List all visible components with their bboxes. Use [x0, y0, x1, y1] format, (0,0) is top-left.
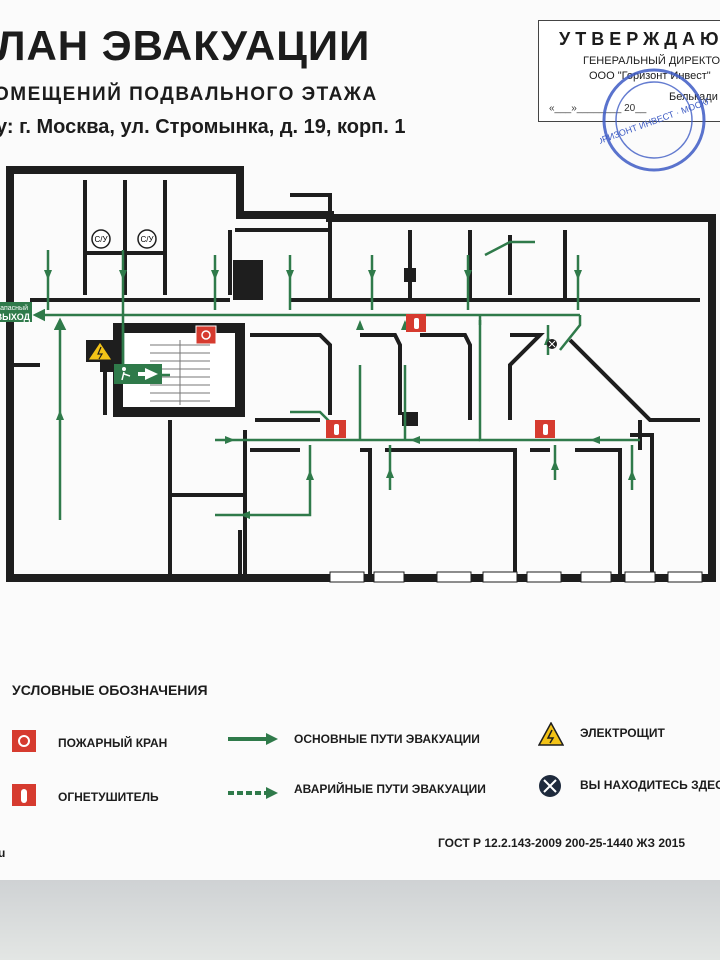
emergency-exit-sign: Запасный ВЫХОД — [0, 302, 32, 322]
legend-label-hydrant: ПОЖАРНЫЙ КРАН — [58, 736, 168, 750]
route-arrows — [44, 270, 636, 519]
page-subtitle: ОМЕЩЕНИЙ ПОДВАЛЬНОГО ЭТАЖА — [0, 84, 378, 105]
footer-site: u — [0, 846, 6, 860]
you-are-here-icon — [539, 775, 561, 797]
emergency-route-arrow-icon — [228, 787, 278, 799]
legend-label-electrical-panel: ЭЛЕКТРОЩИТ — [580, 726, 665, 740]
legend-label-emergency-route: АВАРИЙНЫЕ ПУТИ ЭВАКУАЦИИ — [294, 782, 486, 796]
wc-rooms: С/У С/У — [91, 229, 157, 249]
page-title: ЛАН ЭВАКУАЦИИ — [0, 22, 371, 69]
wc-label-right: С/У — [140, 235, 154, 244]
address-line: у: г. Москва, ул. Стромынка, д. 19, корп… — [0, 116, 406, 138]
approval-position: ГЕНЕРАЛЬНЫЙ ДИРЕКТОР — [583, 55, 720, 67]
electrical-panel-icon — [538, 722, 564, 746]
footer-standard: ГОСТ Р 12.2.143-2009 200-25-1440 ЖЗ 2015 — [438, 836, 686, 850]
legend-label-extinguisher: ОГНЕТУШИТЕЛЬ — [58, 790, 159, 804]
exit-label-line1: Запасный — [0, 304, 28, 312]
wall-background — [0, 880, 720, 960]
floor-plan: С/У С/У Запасный ВЫХОД — [0, 166, 716, 583]
fire-extinguisher-icon — [12, 784, 36, 806]
wc-label-left: С/У — [94, 235, 108, 244]
legend-label-you-are-here: ВЫ НАХОДИТЕСЬ ЗДЕСЬ — [580, 778, 720, 792]
main-route-arrow-icon — [228, 733, 278, 745]
company-stamp-icon: ГОРИЗОНТ ИНВЕСТ · МОСКВА — [600, 68, 708, 172]
approval-heading: УТВЕРЖДАЮ — [559, 29, 720, 49]
fire-hydrant-icon — [12, 730, 36, 752]
approval-date-line: «___»________ 20__ — [549, 103, 647, 114]
fire-hydrant-icon — [195, 325, 217, 345]
you-are-here-icon — [547, 339, 557, 349]
stair-exit-sign — [114, 364, 162, 384]
extinguisher-glyphs — [334, 318, 548, 435]
interior-walls — [10, 180, 700, 578]
legend-label-main-route: ОСНОВНЫЕ ПУТИ ЭВАКУАЦИИ — [294, 732, 480, 746]
windows — [329, 571, 703, 583]
exit-label-line2: ВЫХОД — [0, 312, 31, 322]
electrical-panel-icon — [86, 340, 114, 362]
legend-title: УСЛОВНЫЕ ОБОЗНАЧЕНИЯ — [12, 682, 208, 698]
